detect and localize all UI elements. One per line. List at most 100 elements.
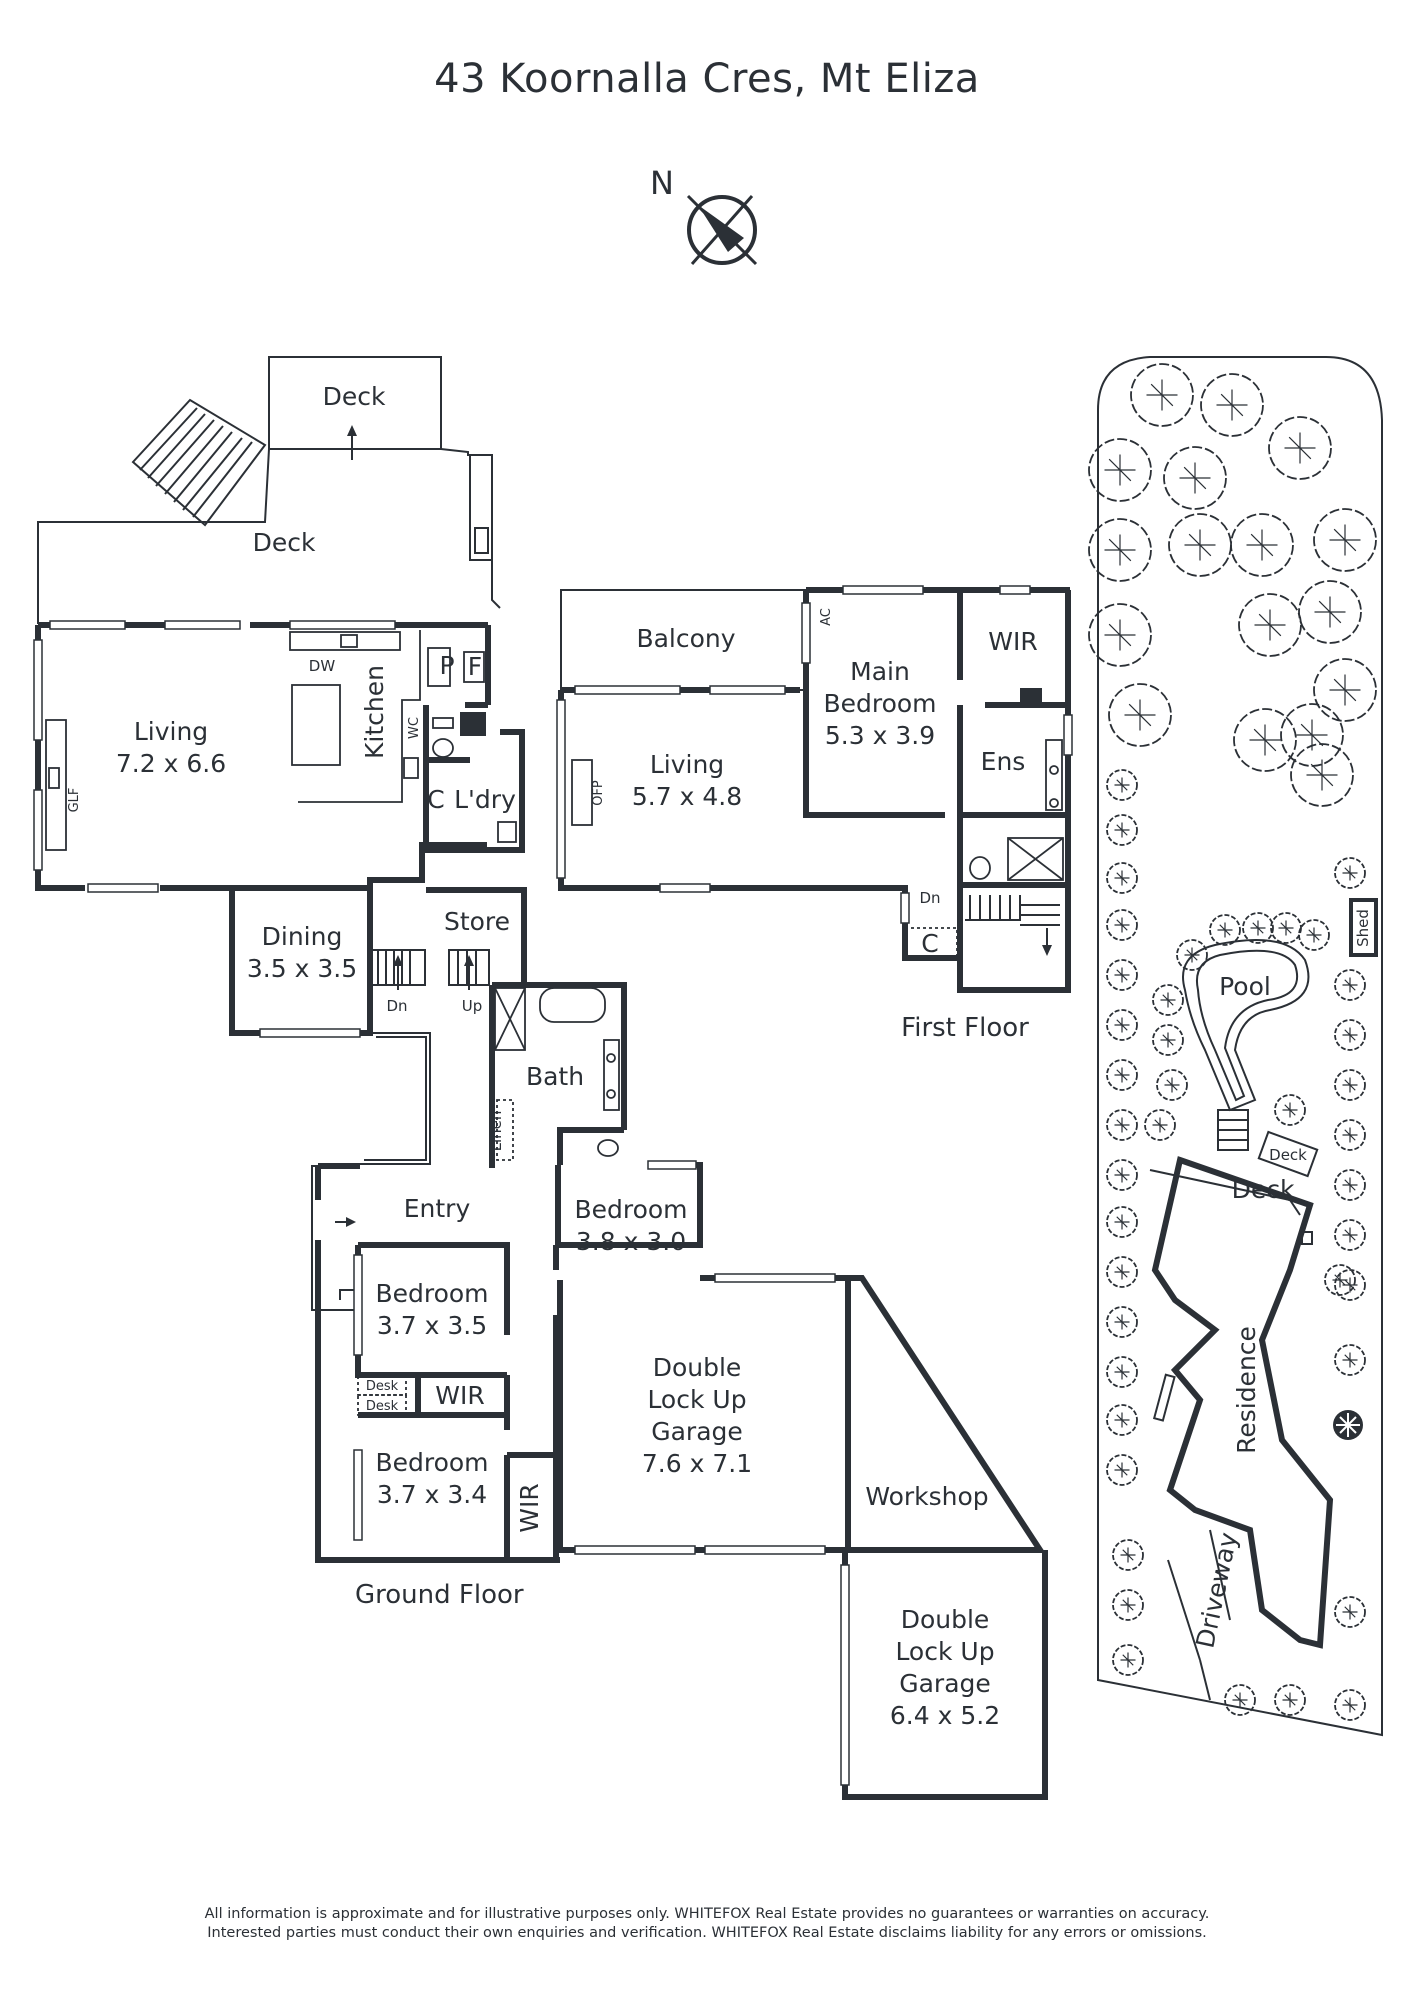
bedroom-b-size: 3.7 x 3.5 [377,1311,487,1340]
tree-branches [1306,927,1322,943]
main-bedroom-line2: Bedroom [823,689,936,718]
tree-branches [1120,1652,1136,1668]
tree-branches [1164,1077,1180,1093]
tree-icon [1168,513,1232,577]
tree-branches [1114,967,1130,983]
pool-label: Pool [1219,972,1271,1001]
desk-2-label: Desk [366,1399,399,1414]
tree-icon [1290,743,1354,807]
tree-icon [1324,1264,1356,1296]
main-bedroom-line1: Main [850,657,910,686]
north-compass-icon: N [650,164,758,266]
tree-branches [1329,524,1361,556]
tree-branches [1342,977,1358,993]
tree-icon [1156,1069,1188,1101]
tree-branches [1250,920,1266,936]
tree-branches [1342,1604,1358,1620]
tree-icon [1334,1344,1366,1376]
ofp-label: OFP [591,780,606,806]
desk-1-label: Desk [366,1379,399,1394]
ensuite-label: Ens [981,747,1026,776]
ff-stairs-dn-label: Dn [919,889,940,907]
tree-icon [1152,984,1184,1016]
wir-b-label: WIR [435,1381,484,1410]
tree-icon [1106,1009,1138,1041]
ff-living-size: 5.7 x 4.8 [632,782,742,811]
tree-branches [1104,454,1136,486]
tree-icon [1274,1094,1306,1126]
tree-icon [1334,1596,1366,1628]
tree-branches [1278,920,1294,936]
deck-stairs [131,398,267,527]
tree-icon [1088,518,1152,582]
tree-branches [1104,619,1136,651]
tree-icon [1106,909,1138,941]
tree-branches [1104,534,1136,566]
tree-branches [1342,865,1358,881]
tree-icon [1106,1059,1138,1091]
tree-branches [1114,870,1130,886]
tree-icon [1106,1306,1138,1338]
tree-icon [1334,1119,1366,1151]
tree-icon [1334,1069,1366,1101]
tree-branches [1282,1102,1298,1118]
tree-icon [1106,1356,1138,1388]
tree-icon [1106,1404,1138,1436]
kitchen-label: Kitchen [360,665,389,759]
tree-branches [1329,674,1361,706]
driveway-label: Driveway [1190,1530,1243,1651]
tree-icon [1108,683,1172,747]
tree-icon [1106,1206,1138,1238]
tree-icon [1112,1589,1144,1621]
tree-branches [1342,1127,1358,1143]
tree-icon [1106,1109,1138,1141]
garage-1-line3: Garage [651,1417,743,1446]
tree-icon [1334,1219,1366,1251]
tree-branches [1120,1547,1136,1563]
tree-icon [1088,438,1152,502]
store-label: Store [444,907,510,936]
linen-label: Linen [487,1111,505,1152]
bedroom-c-size: 3.7 x 3.4 [377,1480,487,1509]
tree-icon [1334,969,1366,1001]
tree-icon [1112,1539,1144,1571]
living-size: 7.2 x 6.6 [116,749,226,778]
tree-icon [1242,912,1274,944]
wc-label: WC [407,717,422,739]
garage-2-line1: Double [901,1605,990,1634]
tree-branches [1314,596,1346,628]
dw-label: DW [309,657,336,675]
tree-branches [1282,1692,1298,1708]
tree-icon [1270,912,1302,944]
tree-branches [1114,1314,1130,1330]
tree-branches [1216,389,1248,421]
tree-branches [1246,529,1278,561]
tree-icon [1106,1256,1138,1288]
tree-icon [1130,363,1194,427]
tree-icon [1334,1169,1366,1201]
tree-icon [1238,593,1302,657]
tree-icon [1274,1684,1306,1716]
tree-branches [1179,462,1211,494]
shed-label: Shed [1354,909,1372,947]
tree-branches [1114,1462,1130,1478]
stairs-dn-label: Dn [386,997,407,1015]
tree-icon [1176,939,1208,971]
tree-branches [1114,1412,1130,1428]
tree-icon [1224,1684,1256,1716]
stairs-up-label: Up [462,997,483,1015]
ff-cupboard-label: C [921,929,938,958]
laundry-label: L'dry [454,785,516,814]
tree-branches [1120,1597,1136,1613]
tree-icon [1268,416,1332,480]
site-boundary [1097,356,1383,1737]
tree-icon [1152,1024,1184,1056]
tree-icon [1334,1689,1366,1721]
stairs-first [965,895,1060,956]
living-name: Living [134,717,208,746]
garage-2-line2: Lock Up [895,1637,994,1666]
compass-label: N [650,164,674,202]
entry-label: Entry [404,1194,471,1223]
bath-label: Bath [526,1062,584,1091]
tree-branches [1146,379,1178,411]
